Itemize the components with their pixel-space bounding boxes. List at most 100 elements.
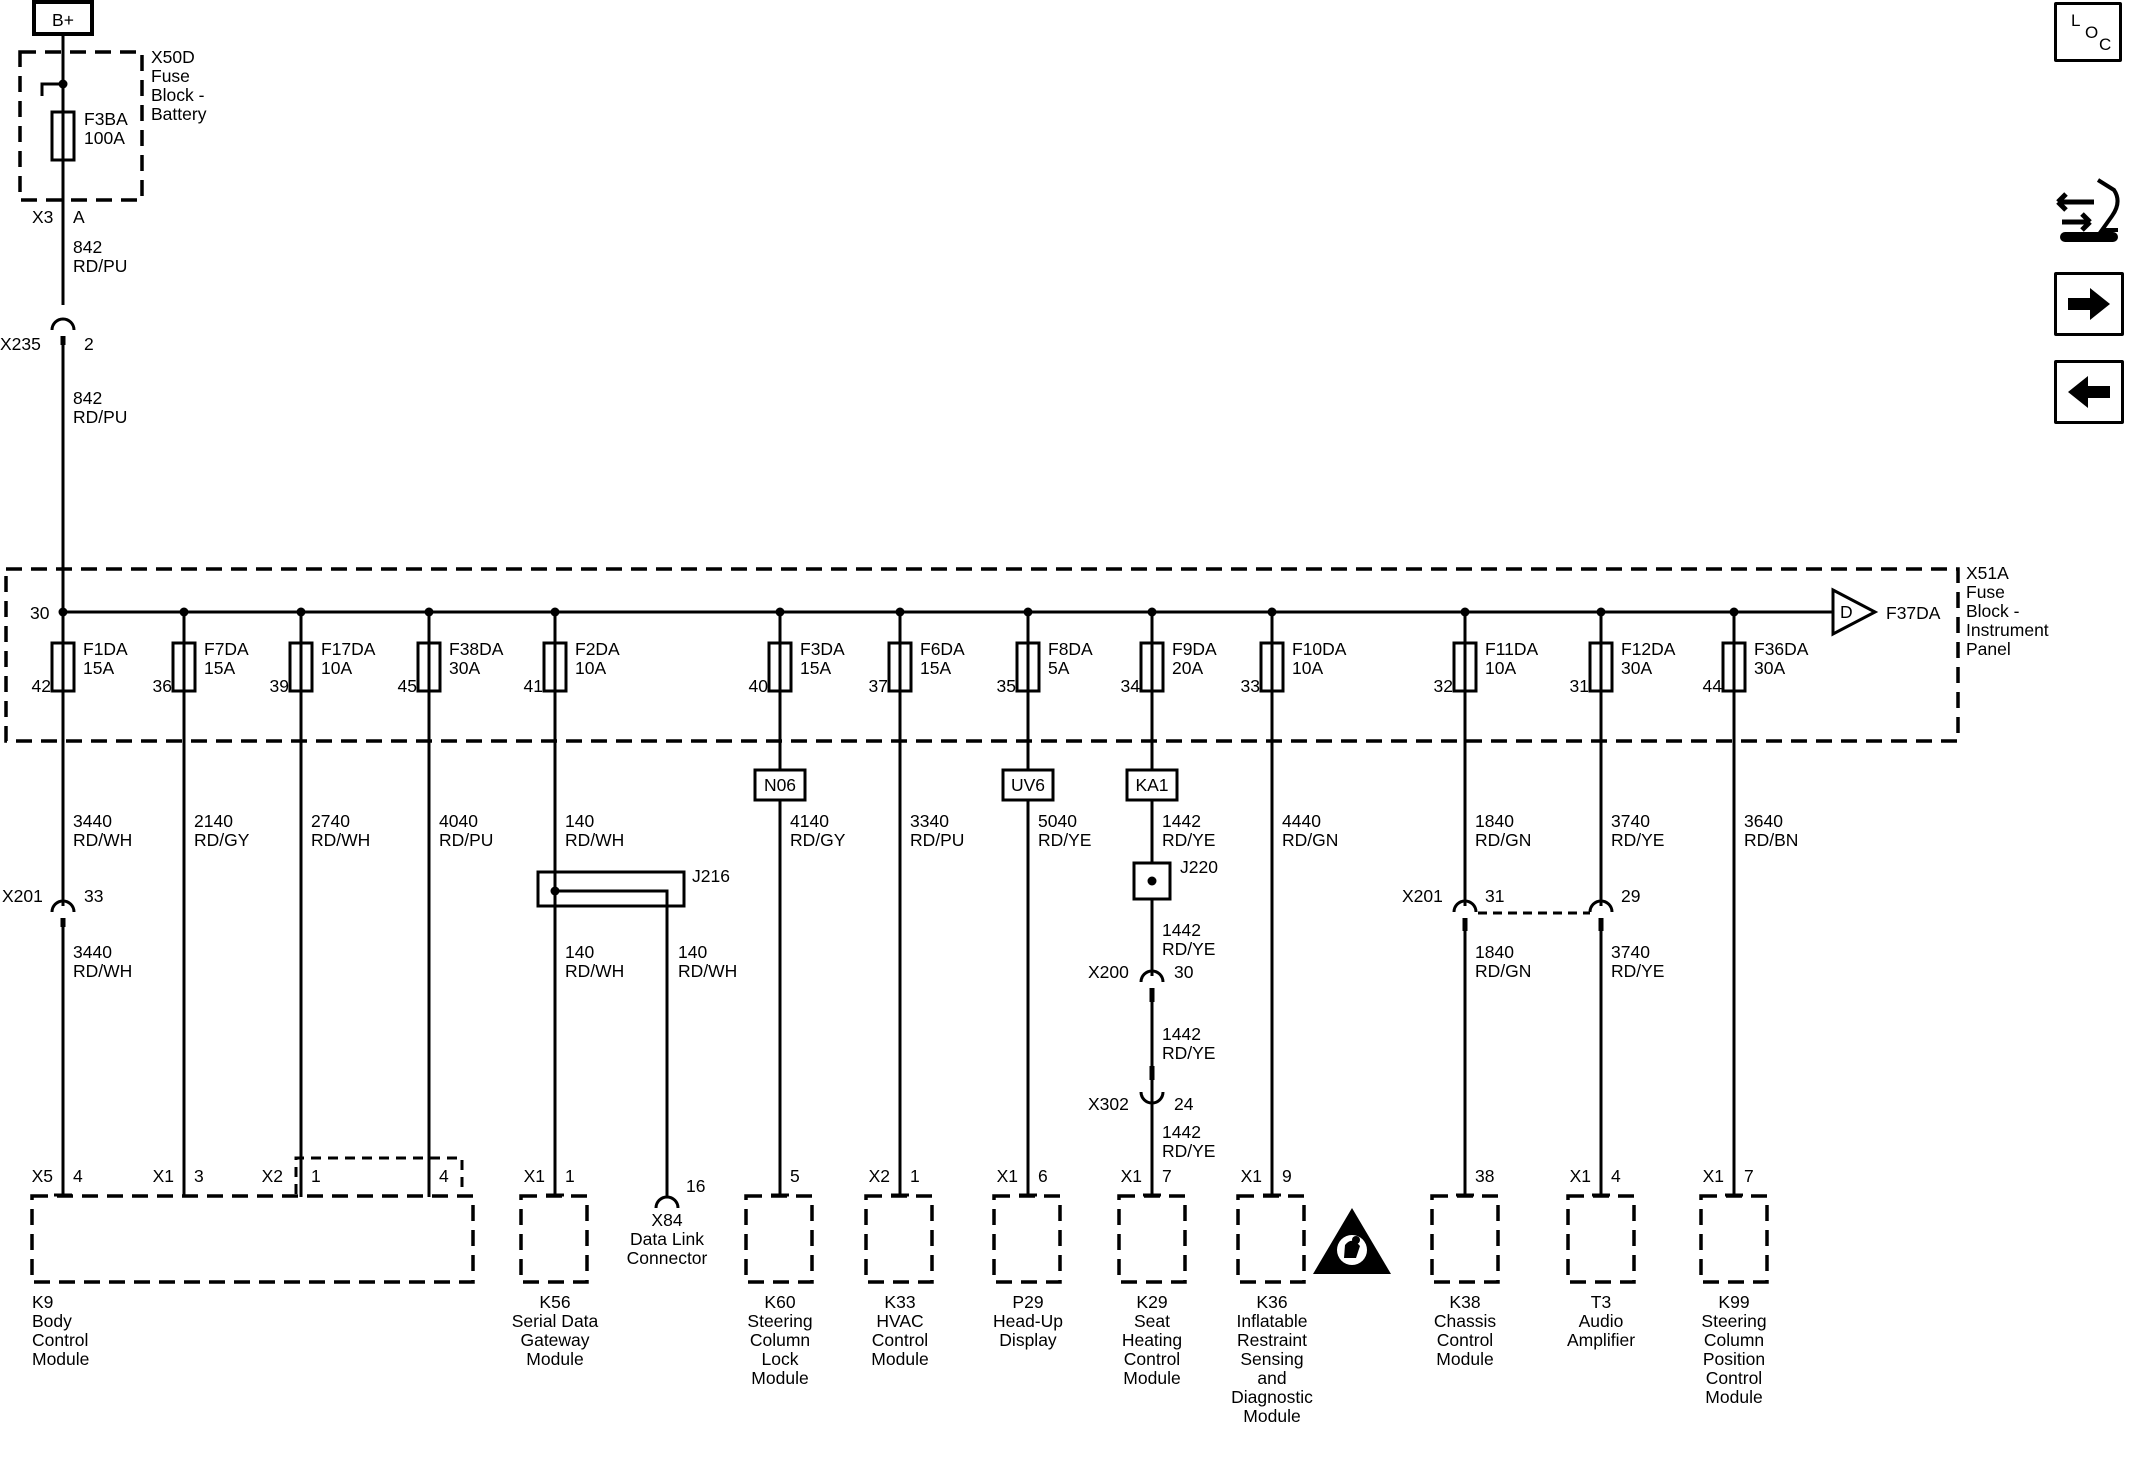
fuse-rating: 30A [1754, 658, 1785, 678]
fuse-name: F2DA [575, 639, 620, 659]
loc-letter-o: O [2085, 23, 2099, 42]
fuse-rating: 5A [1048, 658, 1070, 678]
option-code: N06 [764, 775, 796, 795]
wire-color: RD/BN [1744, 830, 1798, 850]
component-locator-button[interactable]: L O C [2054, 2, 2122, 62]
wire-circuit: 3440 [73, 811, 112, 831]
module-connector: X2 [262, 1166, 283, 1186]
wire-color: RD/WH [311, 830, 370, 850]
inline-connector-x201-right: X201 31 29 1840 RD/GN 3740 RD/YE [1402, 886, 1664, 981]
fuse-name: F9DA [1172, 639, 1217, 659]
previous-page-button[interactable] [2054, 360, 2124, 424]
wire-circuit: 5040 [1038, 811, 1077, 831]
x201-right-wire-a-color: RD/GN [1475, 961, 1531, 981]
module-name: Position [1703, 1349, 1765, 1369]
output-label: F37DA [1886, 603, 1941, 623]
x3-connector-label: X3 [32, 207, 53, 227]
module-name: Column [750, 1330, 810, 1350]
option-code: KA1 [1135, 775, 1168, 795]
fuse-block-battery: X50D Fuse Block - Battery F3BA 100A X3 A… [18, 47, 207, 305]
x302-label: X302 [1088, 1094, 1129, 1114]
fuse-name: F17DA [321, 639, 376, 659]
module-name: Audio [1579, 1311, 1624, 1331]
wire-circuit: 4040 [439, 811, 478, 831]
dlc-name-2: Data Link [630, 1229, 704, 1249]
module-name: K56 [539, 1292, 570, 1312]
power-source-b-plus: B+ [32, 0, 94, 52]
module-name: Heating [1122, 1330, 1182, 1350]
fuse-name: F12DA [1621, 639, 1676, 659]
module-pin: 38 [1475, 1166, 1494, 1186]
module-name: P29 [1012, 1292, 1043, 1312]
fuse-name: F8DA [1048, 639, 1093, 659]
j216-wire-b-circuit: 140 [678, 942, 707, 962]
x302-color: RD/YE [1162, 1141, 1215, 1161]
module-pin: 6 [1038, 1166, 1048, 1186]
module-connector: X1 [1570, 1166, 1591, 1186]
module-outline [864, 1194, 934, 1284]
next-arrow-icon [2068, 288, 2110, 320]
module-outline [1236, 1194, 1306, 1284]
module-outline [1117, 1194, 1187, 1284]
dlc-pin: 16 [686, 1176, 705, 1196]
module-connector: X1 [524, 1166, 545, 1186]
module-name: K9 [32, 1292, 53, 1312]
output-marker: D [1840, 602, 1853, 622]
module-connector: X5 [32, 1166, 53, 1186]
module-name: Steering [747, 1311, 812, 1331]
module-pin: 4 [439, 1166, 449, 1186]
x3-pin-label: A [73, 207, 85, 227]
module-name: Column [1704, 1330, 1764, 1350]
module-name: Amplifier [1567, 1330, 1635, 1350]
fuse-name: F38DA [449, 639, 504, 659]
wire-circuit: 3340 [910, 811, 949, 831]
module-pin: 7 [1744, 1166, 1754, 1186]
next-page-button[interactable] [2054, 272, 2124, 336]
x302-pin: 24 [1174, 1094, 1194, 1114]
module-name: Module [32, 1349, 89, 1369]
fuse-rating: 10A [575, 658, 606, 678]
connector-end-view-icon [2056, 178, 2120, 242]
module-name: Display [999, 1330, 1057, 1350]
module-connector: X1 [1241, 1166, 1262, 1186]
module-pin: 1 [565, 1166, 575, 1186]
j216-wire-a-color: RD/WH [565, 961, 624, 981]
x201-left-pin: 33 [84, 886, 103, 906]
wire-color: RD/GY [790, 830, 846, 850]
wire-color: RD/GN [1282, 830, 1338, 850]
module-name: and [1257, 1368, 1286, 1388]
wire-color: RD/WH [565, 830, 624, 850]
module-name: Serial Data [512, 1311, 599, 1331]
module-name: Control [872, 1330, 928, 1350]
fuse-pin: 41 [524, 676, 543, 696]
splice-j220: J220 1442 RD/YE [1132, 857, 1218, 959]
module-pin: 7 [1162, 1166, 1172, 1186]
x200-pin: 30 [1174, 962, 1194, 982]
battery-block-title-2: Fuse [151, 66, 190, 86]
inline-connector-x302: X302 24 1442 RD/YE [1088, 1066, 1215, 1161]
module-outline [30, 1194, 475, 1284]
ip-block-title-3: Block - [1966, 601, 2020, 621]
module-name: Module [871, 1349, 928, 1369]
connector-end-view-button[interactable] [2054, 172, 2124, 248]
battery-block-title-3: Block - [151, 85, 205, 105]
fuse-branches: F1DA15A423440RD/WHF7DA15A362140RD/GYF17D… [32, 607, 1809, 1197]
wire-circuit: 1442 [1162, 811, 1201, 831]
wire-circuit: 140 [565, 811, 594, 831]
module-name: Sensing [1240, 1349, 1303, 1369]
module-name: Module [1436, 1349, 1493, 1369]
wire-color: RD/YE [1038, 830, 1091, 850]
dlc-name-3: Connector [627, 1248, 708, 1268]
module-name: Control [1437, 1330, 1493, 1350]
wire-circuit: 3740 [1611, 811, 1650, 831]
module-name: Control [1124, 1349, 1180, 1369]
fuse-pin: 42 [32, 676, 51, 696]
module-outline [519, 1194, 589, 1284]
fuse-name: F36DA [1754, 639, 1809, 659]
module-connector: X1 [1121, 1166, 1142, 1186]
x201-right-label: X201 [1402, 886, 1443, 906]
wire-circuit: 2140 [194, 811, 233, 831]
module-name: Diagnostic [1231, 1387, 1313, 1407]
loc-letter-c: C [2099, 35, 2112, 54]
